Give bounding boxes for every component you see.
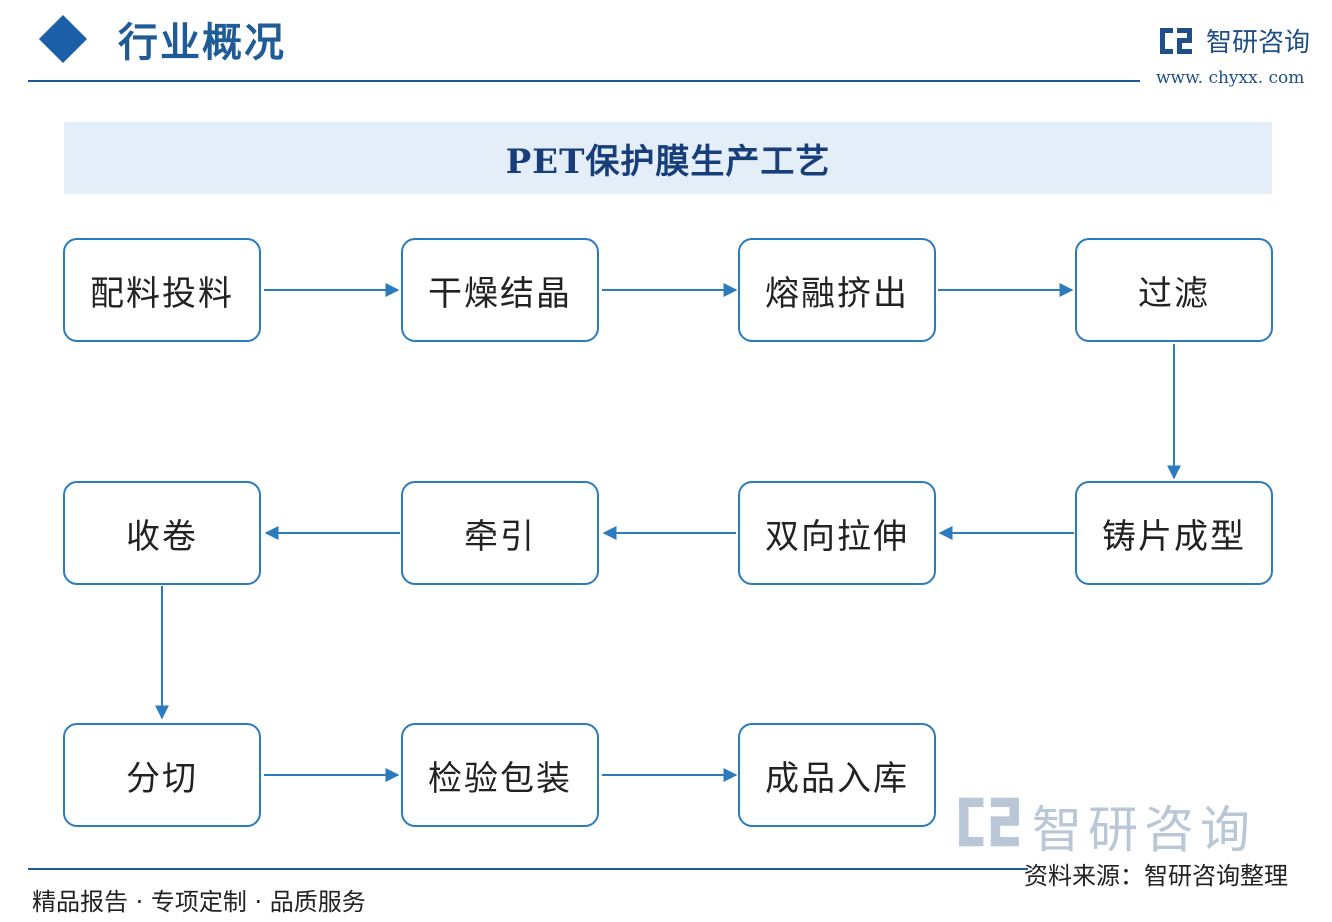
diagram-title: PET保护膜生产工艺 bbox=[505, 141, 831, 182]
footer-divider bbox=[28, 868, 1028, 870]
step-inspection-packing: 检验包装 bbox=[401, 723, 599, 827]
brand-logo-icon bbox=[1160, 28, 1192, 54]
watermark-text: 智研咨询 bbox=[1032, 801, 1256, 859]
step-winding: 收卷 bbox=[63, 481, 261, 585]
section-title: 行业概况 bbox=[118, 20, 286, 66]
step-batching: 配料投料 bbox=[63, 238, 261, 342]
watermark-logo-icon bbox=[959, 797, 1019, 847]
diagram-title-banner: PET保护膜生产工艺 bbox=[64, 122, 1272, 194]
step-drying: 干燥结晶 bbox=[401, 238, 599, 342]
footer-tagline: 精品报告 · 专项定制 · 品质服务 bbox=[32, 888, 366, 916]
step-extrusion: 熔融挤出 bbox=[738, 238, 936, 342]
step-slitting: 分切 bbox=[63, 723, 261, 827]
step-biaxial-stretching: 双向拉伸 bbox=[738, 481, 936, 585]
step-casting: 铸片成型 bbox=[1075, 481, 1273, 585]
step-warehousing: 成品入库 bbox=[738, 723, 936, 827]
step-filtering: 过滤 bbox=[1075, 238, 1273, 342]
footer-source: 资料来源：智研咨询整理 bbox=[1024, 862, 1288, 890]
brand-url: www. chyxx. com bbox=[1156, 68, 1305, 88]
step-traction: 牵引 bbox=[401, 481, 599, 585]
header-divider bbox=[28, 80, 1140, 82]
brand-name: 智研咨询 bbox=[1206, 28, 1311, 58]
